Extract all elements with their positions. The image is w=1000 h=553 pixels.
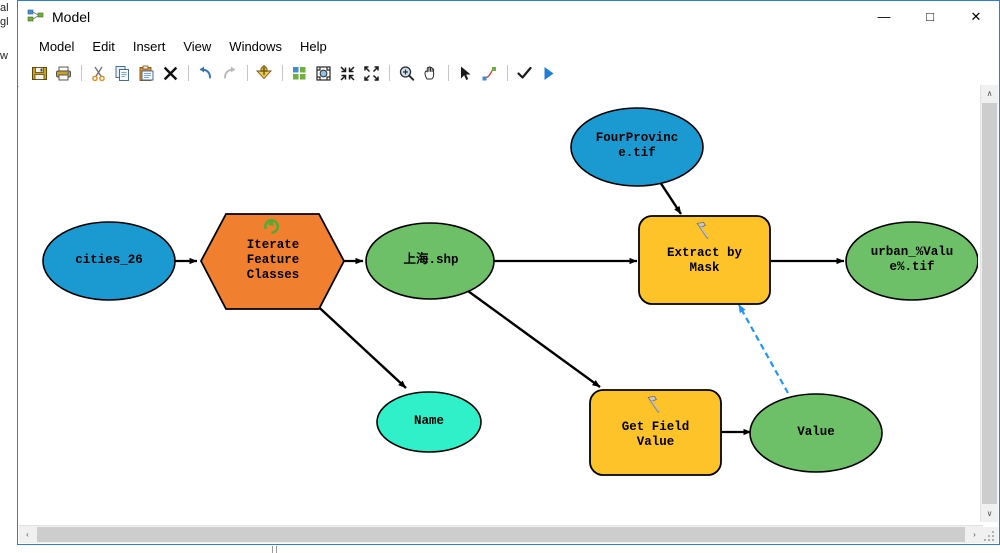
title-bar[interactable]: Model — □ ✕ (18, 1, 999, 33)
vertical-scrollbar[interactable]: ∧ ∨ (980, 85, 998, 522)
background-divider (272, 546, 273, 553)
node-shanghai-shp[interactable] (365, 222, 495, 300)
node-iterate-feature-classes[interactable] (199, 213, 346, 310)
pan-tool-icon[interactable] (419, 62, 441, 84)
scroll-left-button[interactable]: ‹ (19, 526, 36, 543)
window-controls: — □ ✕ (861, 1, 999, 32)
model-diagram (42, 107, 978, 476)
hammer-tool-icon (696, 221, 709, 239)
hammer-tool-icon (647, 395, 660, 413)
zoom-tool-icon[interactable] (395, 62, 417, 84)
redo-icon[interactable] (218, 62, 240, 84)
connector-fourprovince-to-extract[interactable] (658, 181, 683, 215)
validate-check-icon[interactable] (513, 62, 535, 84)
iterator-loop-icon (264, 219, 279, 234)
toolbar-separator (247, 65, 248, 81)
menu-windows[interactable]: Windows (229, 38, 283, 54)
menu-help[interactable]: Help (300, 38, 327, 54)
node-extract-by-mask[interactable] (638, 215, 771, 305)
background-divider (276, 546, 277, 553)
toolbar-separator (188, 65, 189, 81)
zoom-in-diagram-icon[interactable] (360, 62, 382, 84)
node-fourprovince-tif[interactable] (570, 107, 704, 187)
model-canvas[interactable]: cities_26 Iterate Feature Classes 上海.shp… (22, 87, 978, 522)
scroll-up-button[interactable]: ∧ (981, 85, 998, 102)
node-value-variable[interactable] (749, 393, 883, 473)
add-data-icon[interactable] (253, 62, 275, 84)
close-button[interactable]: ✕ (970, 8, 982, 24)
toolbar-separator (81, 65, 82, 81)
connector-iterate-to-name[interactable] (309, 298, 407, 389)
model-window: Model — □ ✕ Model Edit Insert View Windo… (17, 0, 1000, 545)
model-canvas-container[interactable]: cities_26 Iterate Feature Classes 上海.shp… (19, 85, 999, 544)
minimize-button[interactable]: — (877, 9, 891, 24)
undo-icon[interactable] (194, 62, 216, 84)
copy-icon[interactable] (111, 62, 133, 84)
window-title: Model (52, 8, 91, 25)
save-icon[interactable] (28, 62, 50, 84)
scroll-down-button[interactable]: ∨ (981, 505, 998, 522)
menu-bar: Model Edit Insert View Windows Help (18, 33, 999, 60)
resize-grip[interactable] (982, 527, 998, 543)
maximize-button[interactable]: □ (926, 9, 934, 24)
menu-insert[interactable]: Insert (132, 38, 166, 54)
connect-tool-icon[interactable] (478, 62, 500, 84)
toolbar-separator (507, 65, 508, 81)
node-urban-value-tif[interactable] (845, 221, 978, 301)
select-arrow-icon[interactable] (454, 62, 476, 84)
delete-icon[interactable] (159, 62, 181, 84)
cut-icon[interactable] (87, 62, 109, 84)
toolbar-separator (282, 65, 283, 81)
print-icon[interactable] (52, 62, 74, 84)
menu-view[interactable]: View (183, 38, 212, 54)
toolbar-separator (448, 65, 449, 81)
menu-model[interactable]: Model (39, 38, 75, 54)
horizontal-scrollbar[interactable]: ‹ › (19, 525, 983, 543)
node-cities-26[interactable] (42, 221, 176, 301)
menu-edit[interactable]: Edit (92, 38, 115, 54)
paste-icon[interactable] (135, 62, 157, 84)
connector-value-to-extract[interactable] (738, 304, 789, 394)
node-name-variable[interactable] (376, 391, 482, 453)
vertical-scroll-thumb[interactable] (982, 103, 997, 504)
background-text-fragment: gl (0, 16, 9, 28)
background-text-fragment: al (0, 2, 9, 14)
fit-diagram-icon[interactable] (312, 62, 334, 84)
toolbar (18, 60, 999, 87)
toolbar-separator (389, 65, 390, 81)
node-get-field-value[interactable] (589, 389, 722, 476)
model-builder-icon (27, 8, 45, 26)
horizontal-scroll-thumb[interactable] (37, 527, 965, 542)
run-play-icon[interactable] (537, 62, 559, 84)
background-text-fragment: w (0, 50, 8, 62)
connector-shanghai-to-getfield[interactable] (467, 290, 601, 388)
scroll-right-button[interactable]: › (966, 526, 983, 543)
auto-layout-icon[interactable] (288, 62, 310, 84)
zoom-out-diagram-icon[interactable] (336, 62, 358, 84)
